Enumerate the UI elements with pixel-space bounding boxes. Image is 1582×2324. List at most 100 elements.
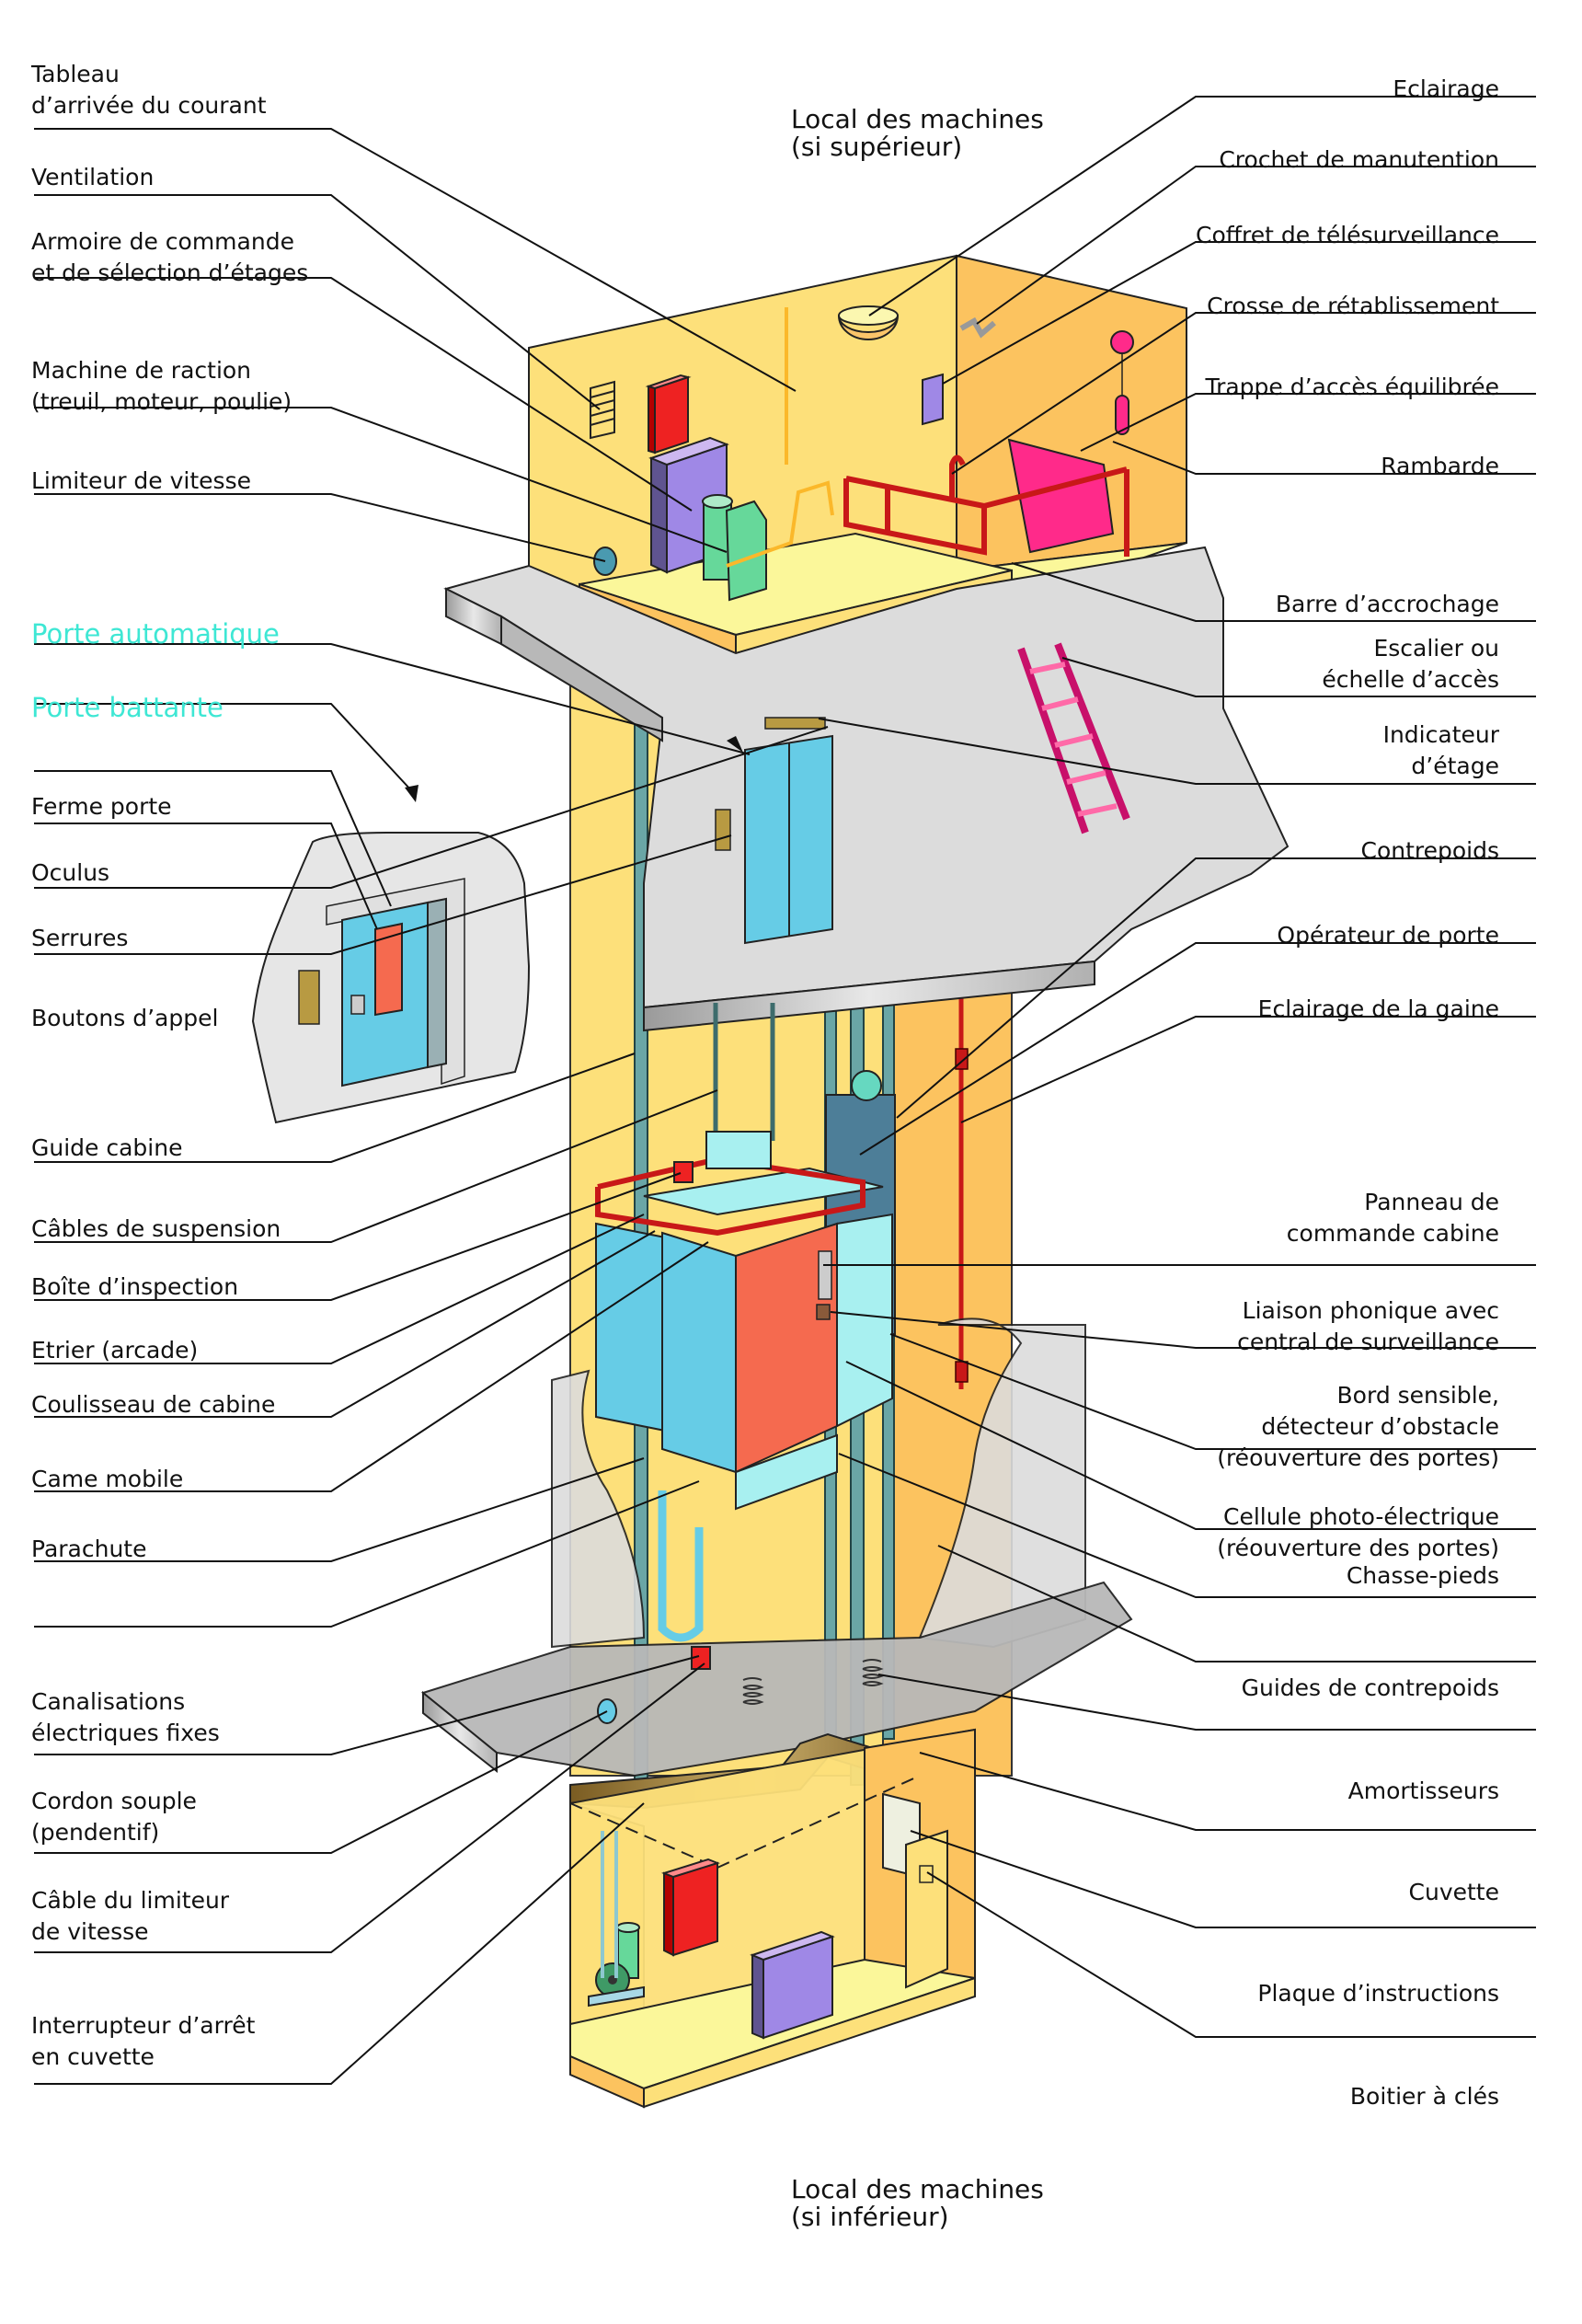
callout-plaque: Plaque d’instructions [1257, 1978, 1499, 2009]
callout-text: central de surveillance [1237, 1329, 1499, 1355]
callout-ventilation: Ventilation [31, 162, 154, 193]
callout-serrures: Serrures [31, 923, 128, 954]
callout-text: Coffret de télésurveillance [1196, 222, 1499, 248]
callout-text: Rambarde [1381, 453, 1499, 479]
callout-contrepoids: Contrepoids [1360, 835, 1499, 867]
callout-text: Tableau [31, 61, 120, 87]
callout-text: et de sélection d’étages [31, 259, 309, 286]
callout-text: Contrepoids [1360, 837, 1499, 864]
callout-text: Oculus [31, 859, 110, 886]
callout-text: (pendentif) [31, 1819, 160, 1846]
callout-text: Interrupteur d’arrêt [31, 2012, 256, 2039]
title-line: (si inférieur) [791, 2202, 949, 2232]
callout-text: Panneau de [1364, 1189, 1499, 1215]
callout-text: Amortisseurs [1347, 1778, 1499, 1804]
remote-monitoring-box [922, 373, 944, 426]
intercom [816, 1304, 831, 1320]
callout-text: Coulisseau de cabine [31, 1391, 276, 1418]
callout-text: Indicateur [1382, 721, 1499, 748]
callout-crosse: Crosse de rétablissement [1207, 291, 1499, 322]
call-buttons-panel [715, 809, 731, 851]
lower-machine-room-title: Local des machines (si inférieur) [791, 2176, 1044, 2231]
callout-guide-cabine: Guide cabine [31, 1133, 182, 1164]
callout-machine: Machine de raction(treuil, moteur, pouli… [31, 355, 292, 418]
callout-coulisseau: Coulisseau de cabine [31, 1389, 275, 1421]
callout-text: Cordon souple [31, 1788, 197, 1814]
callout-eclairage: Eclairage [1393, 74, 1499, 105]
callout-text: d’étage [1411, 753, 1499, 779]
callout-text: d’arrivée du courant [31, 92, 267, 119]
swing-door-inset [251, 832, 531, 1124]
callout-text: Guide cabine [31, 1134, 183, 1161]
callout-text: Machine de raction [31, 357, 252, 384]
access-trapdoor [1007, 438, 1115, 554]
callout-bord: Bord sensible, détecteur d’obstacle (réouv… [1217, 1380, 1499, 1474]
lower-traction-machine [588, 1922, 645, 2008]
callout-text: Bord sensible, [1336, 1382, 1499, 1409]
arrow-icon [405, 785, 418, 802]
title-line: (si supérieur) [791, 132, 963, 162]
callout-boitier: Boitier à clés [1350, 2081, 1499, 2112]
traction-machine [702, 494, 767, 602]
callout-boite: Boîte d’inspection [31, 1271, 238, 1303]
buffer-springs [742, 1659, 884, 1705]
shaft-wall-cutaway [551, 1317, 1086, 1649]
callout-text: Cellule photo-électrique [1222, 1503, 1499, 1530]
callout-text: Barre d’accrochage [1275, 591, 1499, 617]
callout-porte-battante: Porte battante [31, 692, 224, 723]
callout-text: Ferme porte [31, 793, 172, 820]
callout-text: Plaque d’instructions [1257, 1980, 1499, 2007]
ventilation-grille-icon [590, 380, 615, 440]
callout-text: Porte automatique [31, 618, 280, 650]
oculus-window [374, 922, 403, 1017]
access-ladder [1017, 642, 1130, 834]
callout-barre: Barre d’accrochage [1276, 589, 1499, 620]
elevator-cabin [595, 1003, 896, 1642]
callout-rambarde: Rambarde [1381, 451, 1499, 482]
callout-porte-auto: Porte automatique [31, 618, 280, 650]
title-line: Local des machines [791, 104, 1044, 134]
callout-guides-cp: Guides de contrepoids [1242, 1673, 1499, 1704]
power-supply-panel [645, 374, 692, 454]
call-buttons-inset [298, 970, 320, 1025]
callout-text: Guides de contrepoids [1241, 1674, 1499, 1701]
callout-text: Câble du limiteur [31, 1887, 230, 1914]
callout-trappe: Trappe d’accès équilibrée [1205, 372, 1499, 403]
callout-text: Porte battante [31, 692, 224, 723]
cabin-control-panel [818, 1250, 832, 1300]
callout-came: Came mobile [31, 1464, 183, 1495]
callout-text: Boîte d’inspection [31, 1273, 239, 1300]
callout-eclairage-gaine: Eclairage de la gaine [1258, 994, 1499, 1025]
callout-etrier: Etrier (arcade) [31, 1335, 198, 1366]
callout-text: (réouverture des portes) [1217, 1535, 1499, 1561]
callout-text: électriques fixes [31, 1720, 220, 1746]
callout-text: Eclairage de la gaine [1257, 995, 1499, 1022]
callout-cordon: Cordon souple (pendentif) [31, 1786, 197, 1848]
callout-text: Boitier à clés [1349, 2083, 1499, 2110]
callout-text: Liaison phonique avec [1242, 1297, 1499, 1324]
callout-text: (réouverture des portes) [1217, 1444, 1499, 1471]
callout-chasse: Chasse-pieds [1347, 1560, 1499, 1592]
callout-liaison: Liaison phonique avec central de surveill… [1237, 1295, 1499, 1358]
callout-text: Escalier ou [1373, 635, 1499, 662]
toe-guard [735, 1433, 838, 1511]
title-line: Local des machines [791, 2174, 1044, 2204]
callout-cellule: Cellule photo-électrique (réouverture des… [1217, 1501, 1499, 1564]
lower-power-panel [661, 1858, 720, 1957]
handling-hook-icon [959, 316, 996, 339]
leader-lines [34, 96, 1536, 2085]
callout-text: commande cabine [1286, 1220, 1499, 1247]
callout-text: en cuvette [31, 2043, 155, 2070]
callout-text: Câbles de suspension [31, 1215, 281, 1242]
callout-limiteur: Limiteur de vitesse [31, 466, 251, 497]
callout-text: Crochet de manutention [1219, 146, 1499, 173]
callout-text: Opérateur de porte [1277, 922, 1499, 949]
door-operator [705, 1131, 772, 1169]
guard-railing [843, 454, 1129, 557]
callout-text: détecteur d’obstacle [1261, 1413, 1499, 1440]
lower-machine-room [569, 1728, 976, 2109]
